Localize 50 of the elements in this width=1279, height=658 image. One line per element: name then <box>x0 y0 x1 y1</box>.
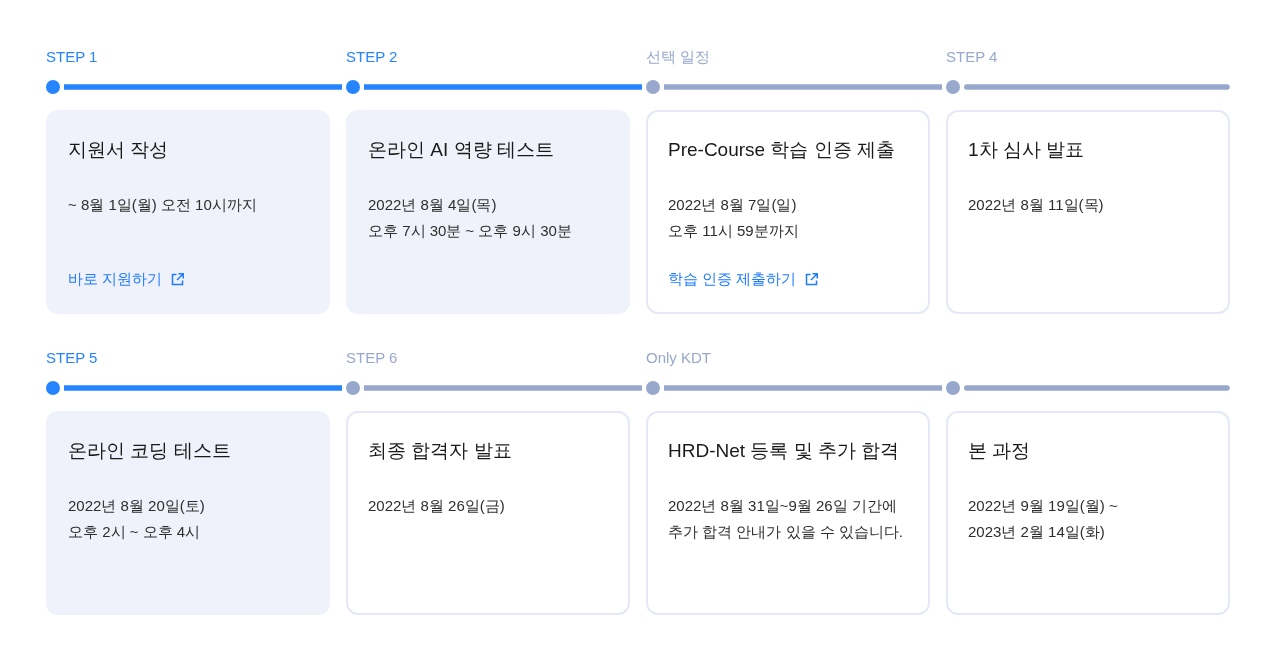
timeline-line <box>964 84 1230 90</box>
card-title: HRD-Net 등록 및 추가 합격 <box>668 439 900 463</box>
schedule-text: 2022년 8월 7일(일) <box>668 195 797 215</box>
schedule-text: 오후 7시 30분 ~ 오후 9시 30분 <box>368 221 572 241</box>
step-label: 선택 일정 <box>646 47 711 67</box>
timeline-line <box>364 84 642 90</box>
timeline-line <box>64 385 342 391</box>
step-dot <box>346 381 360 395</box>
card-title: Pre-Course 학습 인증 제출 <box>668 138 895 162</box>
schedule-text: 2022년 8월 11일(목) <box>968 195 1104 215</box>
timeline-line <box>364 385 642 391</box>
schedule-text: 2022년 9월 19일(월) ~ 2023년 2월 14일(화) <box>968 496 1119 542</box>
step-label: STEP 5 <box>46 348 98 368</box>
card-title: 최종 합격자 발표 <box>368 439 512 463</box>
step-card <box>946 411 1230 615</box>
card-title: 온라인 코딩 테스트 <box>68 439 231 463</box>
schedule-text: 오후 2시 ~ 오후 4시 <box>68 522 201 542</box>
step-label: STEP 2 <box>346 47 398 67</box>
step-dot <box>646 80 660 94</box>
timeline-line <box>664 84 942 90</box>
step-label: STEP 6 <box>346 348 398 368</box>
card-title: 1차 심사 발표 <box>968 138 1085 162</box>
schedule-text: 오후 11시 59분까지 <box>668 221 799 241</box>
link: 바로 지원하기 <box>68 266 185 292</box>
step-label: STEP 1 <box>46 47 98 67</box>
link: 학습 인증 제출하기 <box>668 266 819 292</box>
step-dot <box>646 381 660 395</box>
step-dot <box>946 381 960 395</box>
schedule-text: 2022년 8월 31일~9월 26일 기간에 추가 합격 안내가 있을 수 있습니다. <box>668 496 904 542</box>
card-title: 온라인 AI 역량 테스트 <box>368 138 554 162</box>
card-title: 본 과정 <box>968 439 1031 463</box>
schedule-text: 2022년 8월 4일(목) <box>368 195 497 215</box>
step-dot <box>346 80 360 94</box>
step-label: STEP 4 <box>946 47 998 67</box>
step-card <box>646 411 930 615</box>
schedule-text: 2022년 8월 26일(금) <box>368 496 505 516</box>
step-dot <box>946 80 960 94</box>
timeline-line <box>64 84 342 90</box>
schedule-text: ~ 8월 1일(월) 오전 10시까지 <box>68 195 257 215</box>
step-dot <box>46 381 60 395</box>
card-title: 지원서 작성 <box>68 138 169 162</box>
timeline-line <box>964 385 1230 391</box>
timeline-line <box>664 385 942 391</box>
step-card <box>346 411 630 615</box>
step-card <box>946 110 1230 314</box>
step-label: Only KDT <box>646 348 711 368</box>
step-card <box>46 110 330 314</box>
step-dot <box>46 80 60 94</box>
step-card <box>646 110 930 314</box>
schedule-text: 2022년 8월 20일(토) <box>68 496 205 516</box>
